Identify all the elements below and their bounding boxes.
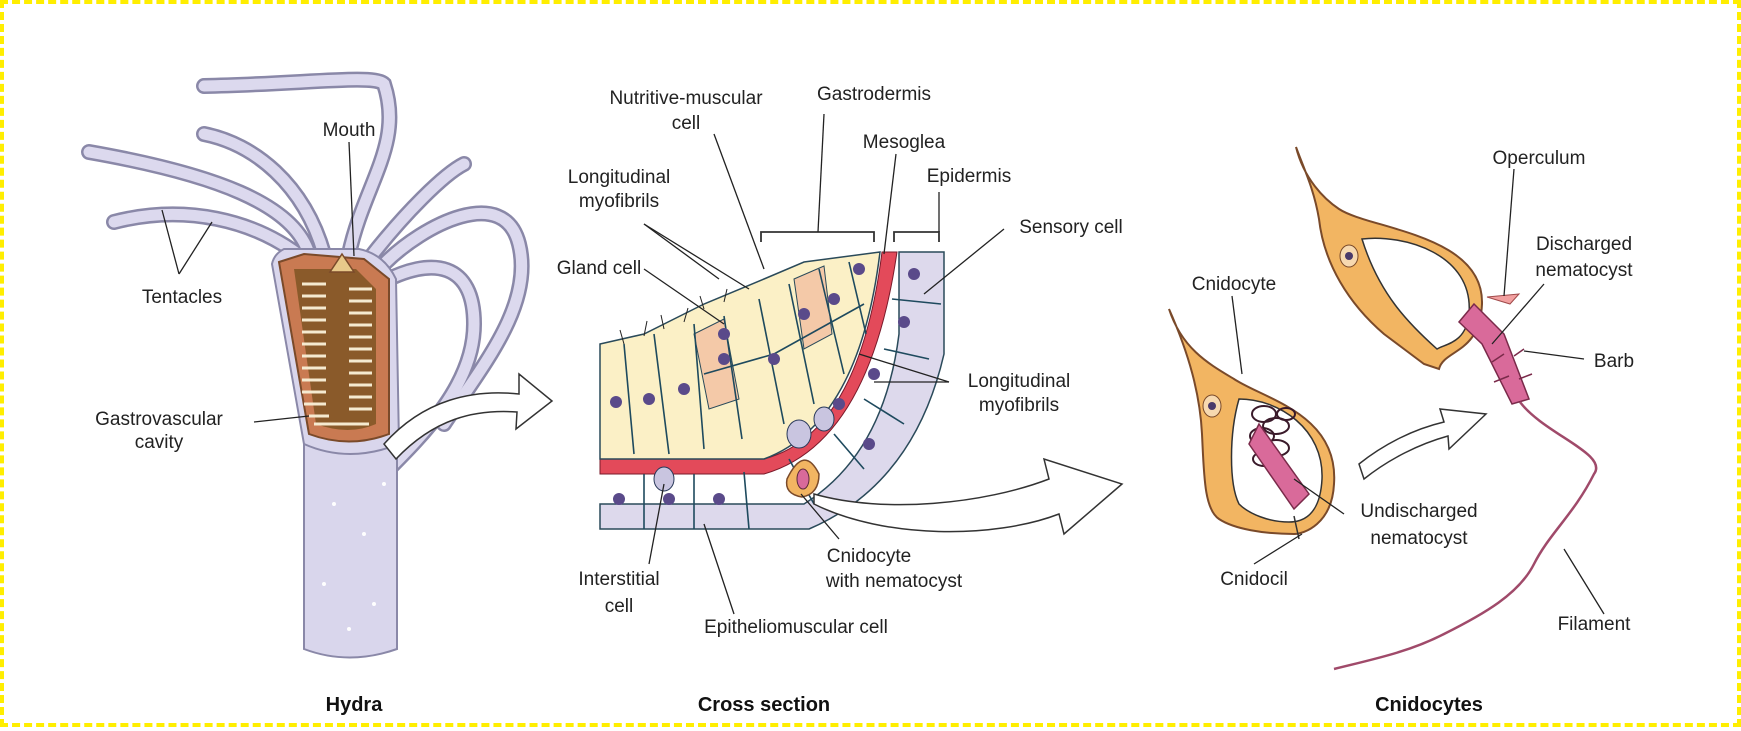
label-tentacles: Tentacles <box>122 287 242 309</box>
label-filament: Filament <box>1539 614 1649 636</box>
label-nutritive-muscular-line2: cell <box>586 113 786 135</box>
discharge-arrow <box>1359 409 1486 479</box>
label-longitudinal-b-line1: Longitudinal <box>944 371 1094 393</box>
label-undischarged-line1: Undischarged <box>1339 501 1499 523</box>
label-cnidocyte: Cnidocyte <box>1174 274 1294 296</box>
caption-cross-section: Cross section <box>669 694 859 717</box>
label-mesoglea: Mesoglea <box>844 132 964 154</box>
caption-cnidocytes: Cnidocytes <box>1349 694 1509 717</box>
label-cnidocyte-nematocyst-line2: with nematocyst <box>794 571 994 593</box>
label-operculum: Operculum <box>1474 148 1604 170</box>
label-barb: Barb <box>1584 351 1644 373</box>
label-cnidocil: Cnidocil <box>1199 569 1309 591</box>
label-gastrovascular-line1: Gastrovascular <box>74 409 244 431</box>
label-longitudinal-b-line2: myofibrils <box>944 395 1094 417</box>
caption-hydra: Hydra <box>294 694 414 717</box>
cross-section-illustration <box>600 114 1122 614</box>
label-interstitial-line2: cell <box>559 596 679 618</box>
label-mouth: Mouth <box>294 120 404 142</box>
label-gastrovascular-line2: cavity <box>74 432 244 454</box>
discharged-nematocyst-tube <box>1459 304 1529 404</box>
label-epidermis: Epidermis <box>909 166 1029 188</box>
label-undischarged-line2: nematocyst <box>1339 528 1499 550</box>
label-nutritive-muscular-line1: Nutritive-muscular <box>586 88 786 110</box>
hydra-illustration <box>89 80 552 658</box>
label-discharged-line1: Discharged <box>1509 234 1659 256</box>
label-discharged-line2: nematocyst <box>1509 260 1659 282</box>
label-cnidocyte-nematocyst-line1: Cnidocyte <box>794 546 944 568</box>
label-longitudinal-a-line1: Longitudinal <box>544 167 694 189</box>
label-gland-cell: Gland cell <box>539 258 659 280</box>
label-gastrodermis: Gastrodermis <box>804 84 944 106</box>
label-interstitial-line1: Interstitial <box>559 569 679 591</box>
label-sensory-cell: Sensory cell <box>1001 217 1141 239</box>
label-longitudinal-a-line2: myofibrils <box>544 191 694 213</box>
label-epitheliomuscular-cell: Epitheliomuscular cell <box>676 617 916 639</box>
